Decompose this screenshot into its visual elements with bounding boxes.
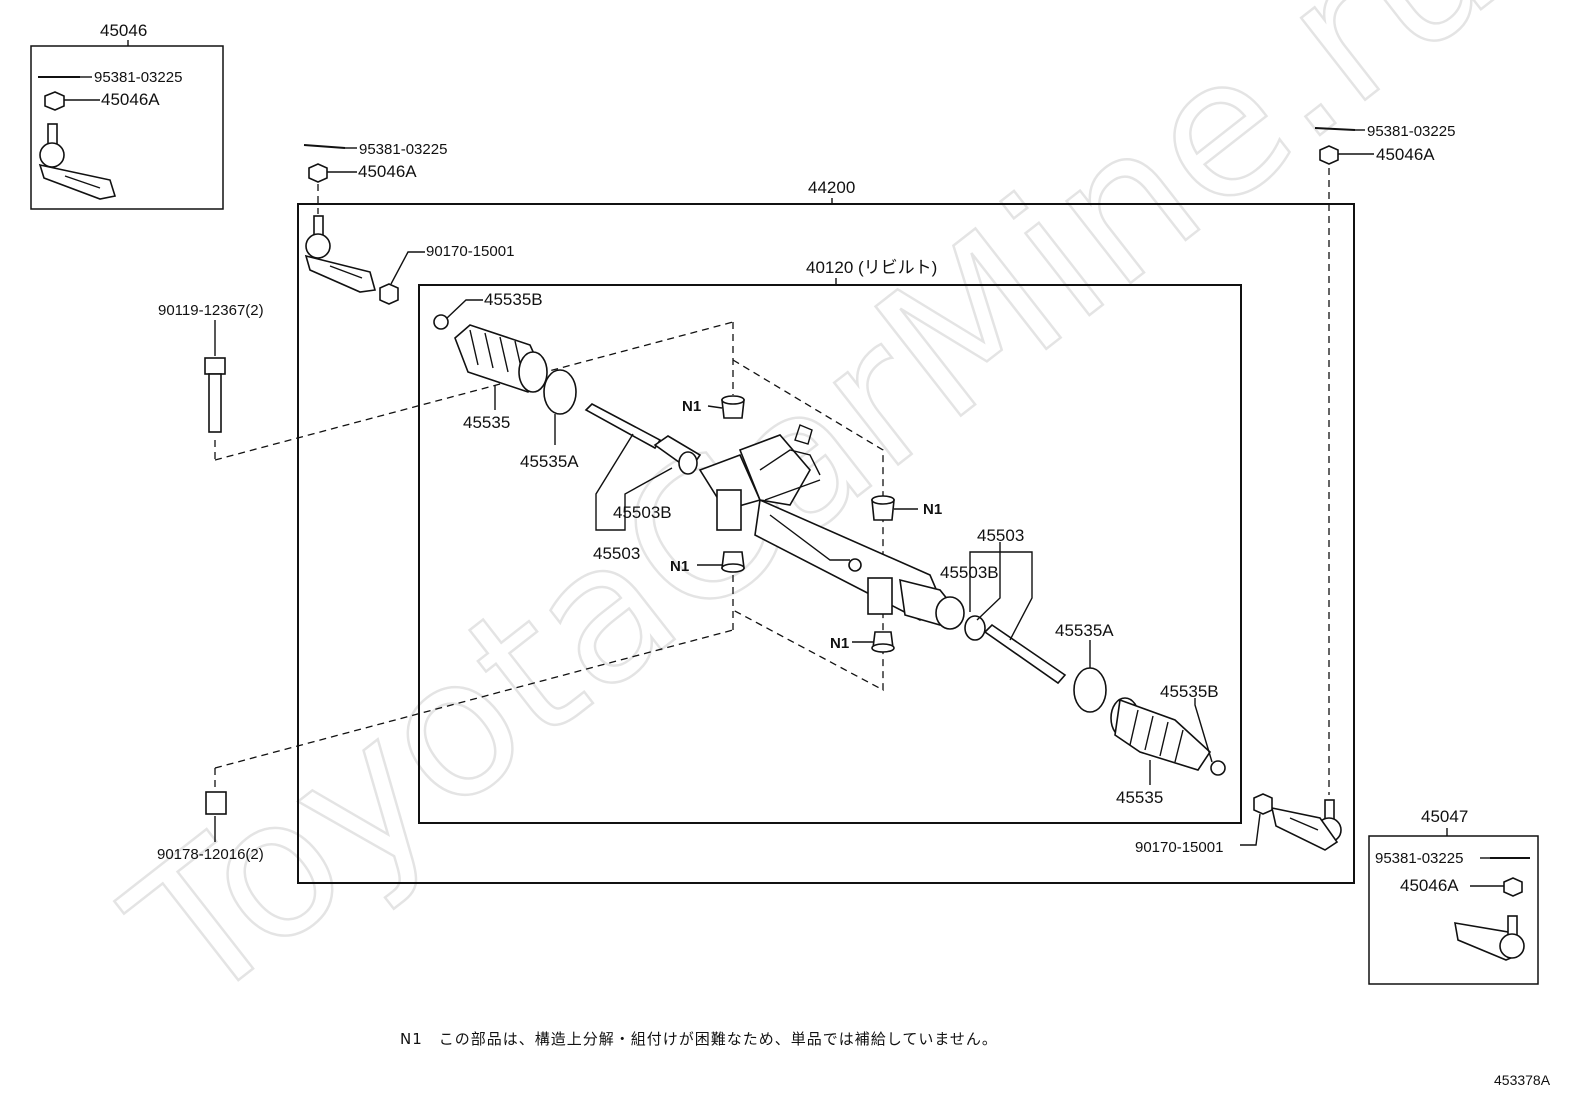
box-40120: 40120 (リビルト) [418, 258, 1242, 824]
left-tie-rod-end: 95381-03225 45046A 90170-15001 [303, 141, 514, 305]
rack-housing [698, 424, 986, 641]
label-45047: 45047 [1421, 807, 1468, 826]
label-45503B-b: 45503B [940, 563, 999, 582]
label-45046A-a: 45046A [101, 90, 160, 109]
label-90119-12367: 90119-12367(2) [158, 302, 264, 319]
n1-bushings: N1 N1 N1 N1 [670, 395, 942, 653]
inset-45047: 45047 95381-03225 45046A [1368, 807, 1539, 985]
label-N1-b: N1 [923, 501, 942, 518]
label-45503-b: 45503 [977, 526, 1024, 545]
bushing-90178: 90178-12016(2) [157, 575, 734, 863]
right-boot-group: 45535A 45535 45535B [1055, 621, 1226, 807]
label-90170-15001-b: 90170-15001 [1135, 839, 1223, 856]
label-45535-a: 45535 [463, 413, 510, 432]
label-40120: 40120 (リビルト) [806, 258, 937, 277]
label-90170-15001-a: 90170-15001 [426, 243, 514, 260]
bolt-90119: 90119-12367(2) [158, 302, 734, 461]
label-45535B-b: 45535B [1160, 682, 1219, 701]
label-95381-03225-a: 95381-03225 [94, 69, 182, 86]
label-45503B-a: 45503B [613, 503, 672, 522]
label-45535-b: 45535 [1116, 788, 1163, 807]
label-45046A-b: 45046A [358, 162, 417, 181]
label-45503-a: 45503 [593, 544, 640, 563]
label-N1-d: N1 [830, 635, 849, 652]
label-45535A-a: 45535A [520, 452, 579, 471]
label-45046A-c: 45046A [1376, 145, 1435, 164]
label-95381-03225-b: 95381-03225 [359, 141, 447, 158]
label-44200: 44200 [808, 178, 855, 197]
right-tie-rod-end: 95381-03225 45046A 90170-15001 [1135, 123, 1455, 856]
box-44200: 44200 [297, 178, 1355, 884]
label-95381-03225-c: 95381-03225 [1367, 123, 1455, 140]
label-N1-a: N1 [682, 398, 701, 415]
inset-45046: 45046 95381-03225 45046A [30, 21, 224, 210]
right-inner-tie-rod: 45503 45503B [940, 526, 1067, 685]
label-45046: 45046 [100, 21, 147, 40]
footnote: N1 この部品は、構造上分解・組付けが困難なため、単品では補給していません。 [400, 1030, 998, 1048]
label-N1-c: N1 [670, 558, 689, 575]
label-45046A-d: 45046A [1400, 876, 1459, 895]
left-boot-group: 45535B 45535 45535A [433, 290, 579, 471]
left-inner-tie-rod: 45503B 45503 [584, 403, 702, 563]
label-45535A-b: 45535A [1055, 621, 1114, 640]
diagram-code: 453378A [1494, 1072, 1551, 1088]
label-45535B-a: 45535B [484, 290, 543, 309]
label-90178-12016: 90178-12016(2) [157, 846, 264, 863]
label-95381-03225-d: 95381-03225 [1375, 850, 1463, 867]
